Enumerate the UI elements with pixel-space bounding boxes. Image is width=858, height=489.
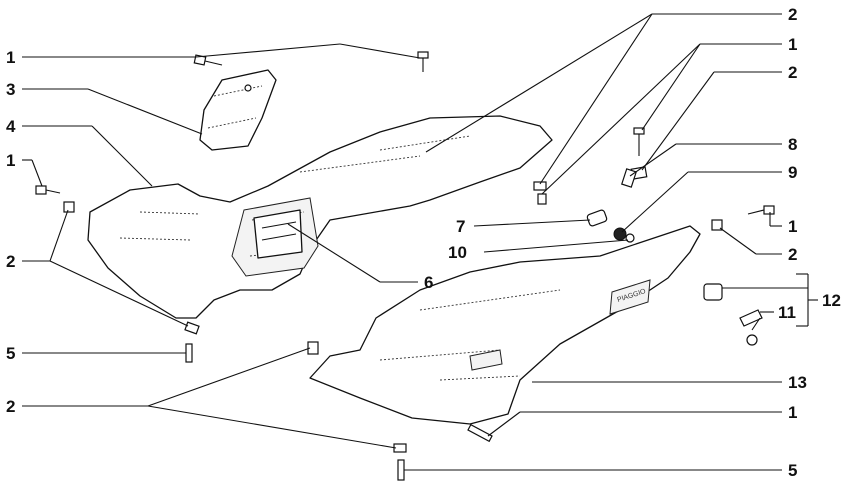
callout-number: 1 [788, 403, 797, 422]
clip-left [63, 201, 75, 213]
callout-12-bracket: 12 [722, 273, 841, 327]
clip-bottom-left-2 [307, 341, 319, 355]
callout-number: 8 [788, 135, 797, 154]
callout-2-bottom-left: 2 [6, 347, 397, 449]
callout-number: 13 [788, 373, 807, 392]
grille-insert-part [253, 209, 303, 259]
callout-5-left: 5 [6, 344, 186, 363]
callout-number: 9 [788, 163, 797, 182]
callout-3: 3 [6, 80, 203, 135]
callout-8: 8 [629, 135, 797, 177]
callout-number: 2 [6, 397, 15, 416]
callout-13: 13 [532, 373, 807, 392]
screw-top-left [193, 54, 223, 66]
screw-mid-left [35, 185, 61, 195]
clip-top-right [533, 181, 547, 191]
callout-10: 10 [448, 239, 629, 262]
callout-1-top-right: 1 [541, 35, 797, 195]
callout-number: 2 [788, 63, 797, 82]
callout-number: 12 [822, 291, 841, 310]
callout-2-right-mid: 2 [719, 227, 797, 264]
callout-2-left: 2 [6, 209, 189, 327]
callout-1-mid-left: 1 [6, 151, 43, 187]
callout-7: 7 [456, 217, 591, 236]
callout-2-right-upper: 2 [641, 63, 797, 171]
callout-6: 6 [287, 223, 433, 292]
callout-number: 2 [788, 5, 797, 24]
callout-number: 3 [6, 80, 15, 99]
callout-number: 1 [788, 35, 797, 54]
callout-number: 1 [6, 151, 15, 170]
cover-plate-part [199, 69, 277, 151]
bushing-part-7 [586, 209, 608, 227]
callout-4: 4 [6, 117, 153, 187]
callout-5-bottom: 5 [404, 461, 797, 480]
callout-number: 11 [778, 303, 796, 322]
callout-11: 11 [760, 303, 796, 322]
callout-number: 2 [6, 252, 15, 271]
screw-top-center [417, 51, 429, 72]
callout-number: 5 [6, 344, 15, 363]
screw-right-mid [747, 205, 775, 215]
screw-top-right [633, 127, 645, 156]
callout-number: 4 [6, 117, 16, 136]
callout-2-top-right: 2 [425, 5, 797, 185]
screw-center-vertical [537, 193, 547, 205]
callout-1-top-left: 1 [6, 43, 421, 67]
lock-cylinder-part-12 [703, 283, 723, 301]
key-part-11 [739, 309, 763, 346]
clip-right-mid [711, 219, 723, 231]
bolt-left [185, 343, 193, 363]
callout-number: 1 [6, 48, 15, 67]
callout-1-bottom-right: 1 [487, 403, 797, 437]
callout-number: 7 [456, 217, 465, 236]
callout-number: 2 [788, 245, 797, 264]
callout-9: 9 [621, 163, 797, 233]
callout-number: 5 [788, 461, 797, 480]
washer-part-10 [625, 233, 635, 243]
spacer-part-8 [621, 168, 637, 188]
callout-number: 6 [424, 273, 433, 292]
callout-number: 1 [788, 217, 797, 236]
bolt-bottom [397, 459, 405, 481]
screw-bottom-right [467, 423, 493, 443]
callout-number: 10 [448, 243, 467, 262]
clip-bottom-left [184, 321, 200, 335]
lower-body-panel-part: PIAGGIO [309, 225, 701, 425]
callout-1-right-mid: 1 [769, 212, 797, 236]
